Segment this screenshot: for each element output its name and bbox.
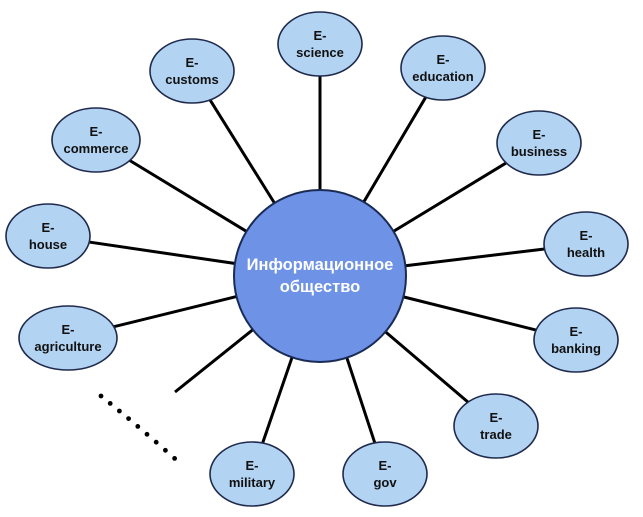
- ellipsis-dot: [172, 456, 178, 461]
- node-customs: E-customs: [149, 38, 235, 104]
- node-customs-ellipse: [149, 38, 235, 104]
- node-science-prefix: E-: [314, 28, 327, 43]
- node-business: E-business: [496, 110, 582, 176]
- spoke-military: [261, 354, 295, 444]
- hub-label-line2: общество: [280, 278, 360, 296]
- node-commerce-prefix: E-: [90, 124, 103, 139]
- node-science: E-science: [277, 11, 363, 77]
- node-trade-prefix: E-: [490, 410, 503, 425]
- node-banking-label: banking: [551, 341, 601, 356]
- node-education-label: education: [412, 69, 473, 84]
- node-science-ellipse: [277, 11, 363, 77]
- node-gov-prefix: E-: [379, 458, 392, 473]
- node-trade-ellipse: [453, 393, 539, 459]
- hub-circle: [233, 189, 407, 363]
- node-business-ellipse: [496, 110, 582, 176]
- node-health-label: health: [567, 245, 605, 260]
- node-education-ellipse: [400, 35, 486, 101]
- ellipsis-dot: [135, 424, 141, 429]
- spoke-customs: [208, 99, 277, 206]
- ellipsis-dot: [117, 408, 122, 414]
- ellipsis-dot: [144, 431, 150, 437]
- ellipsis-dot: [163, 447, 168, 453]
- ellipsis-dot: [153, 439, 159, 445]
- node-commerce-label: commerce: [63, 141, 128, 156]
- spoke-banking: [401, 294, 537, 332]
- node-education-prefix: E-: [437, 52, 450, 67]
- spoke-trade: [382, 329, 469, 404]
- node-house-ellipse: [5, 203, 91, 269]
- ellipsis-dot: [98, 393, 104, 399]
- spoke-education: [361, 96, 428, 205]
- node-agriculture-prefix: E-: [62, 322, 75, 337]
- node-banking-ellipse: [533, 307, 619, 373]
- node-health-prefix: E-: [580, 228, 593, 243]
- node-agriculture-ellipse: [18, 305, 118, 371]
- node-agriculture: E-agriculture: [18, 305, 118, 371]
- node-customs-label: customs: [165, 72, 218, 87]
- spoke-health: [403, 247, 545, 268]
- node-military-ellipse: [209, 441, 295, 507]
- node-house-prefix: E-: [42, 220, 55, 235]
- node-trade-label: trade: [480, 427, 512, 442]
- node-gov-ellipse: [342, 441, 428, 507]
- node-banking: E-banking: [533, 307, 619, 373]
- spoke-house: [89, 240, 238, 266]
- center-hub: Информационное общество: [233, 189, 407, 363]
- spoke-gov: [344, 355, 377, 444]
- node-banking-prefix: E-: [570, 324, 583, 339]
- spoke-agriculture: [113, 294, 239, 329]
- node-education: E-education: [400, 35, 486, 101]
- ellipsis-dot: [107, 401, 113, 406]
- node-commerce: E-commerce: [51, 107, 141, 173]
- node-business-label: business: [511, 144, 567, 159]
- node-business-prefix: E-: [533, 127, 546, 142]
- spokes-layer: [89, 76, 545, 444]
- ellipsis-dot: [126, 416, 131, 421]
- node-customs-prefix: E-: [186, 55, 199, 70]
- spoke-commerce: [128, 159, 249, 234]
- hub-label-line1: Информационное: [247, 256, 394, 274]
- node-health-ellipse: [543, 211, 629, 277]
- node-military-label: military: [229, 475, 276, 490]
- spoke-open: [174, 327, 256, 394]
- node-trade: E-trade: [453, 393, 539, 459]
- node-gov: E-gov: [342, 441, 428, 507]
- ellipsis-dots: [98, 393, 178, 461]
- node-health: E-health: [543, 211, 629, 277]
- node-house-label: house: [29, 237, 67, 252]
- node-gov-label: gov: [373, 475, 397, 490]
- node-military-prefix: E-: [246, 458, 259, 473]
- node-house: E-house: [5, 203, 91, 269]
- node-military: E-military: [209, 441, 295, 507]
- node-agriculture-label: agriculture: [34, 339, 101, 354]
- node-commerce-ellipse: [51, 107, 141, 173]
- spoke-business: [391, 161, 507, 234]
- node-science-label: science: [296, 45, 344, 60]
